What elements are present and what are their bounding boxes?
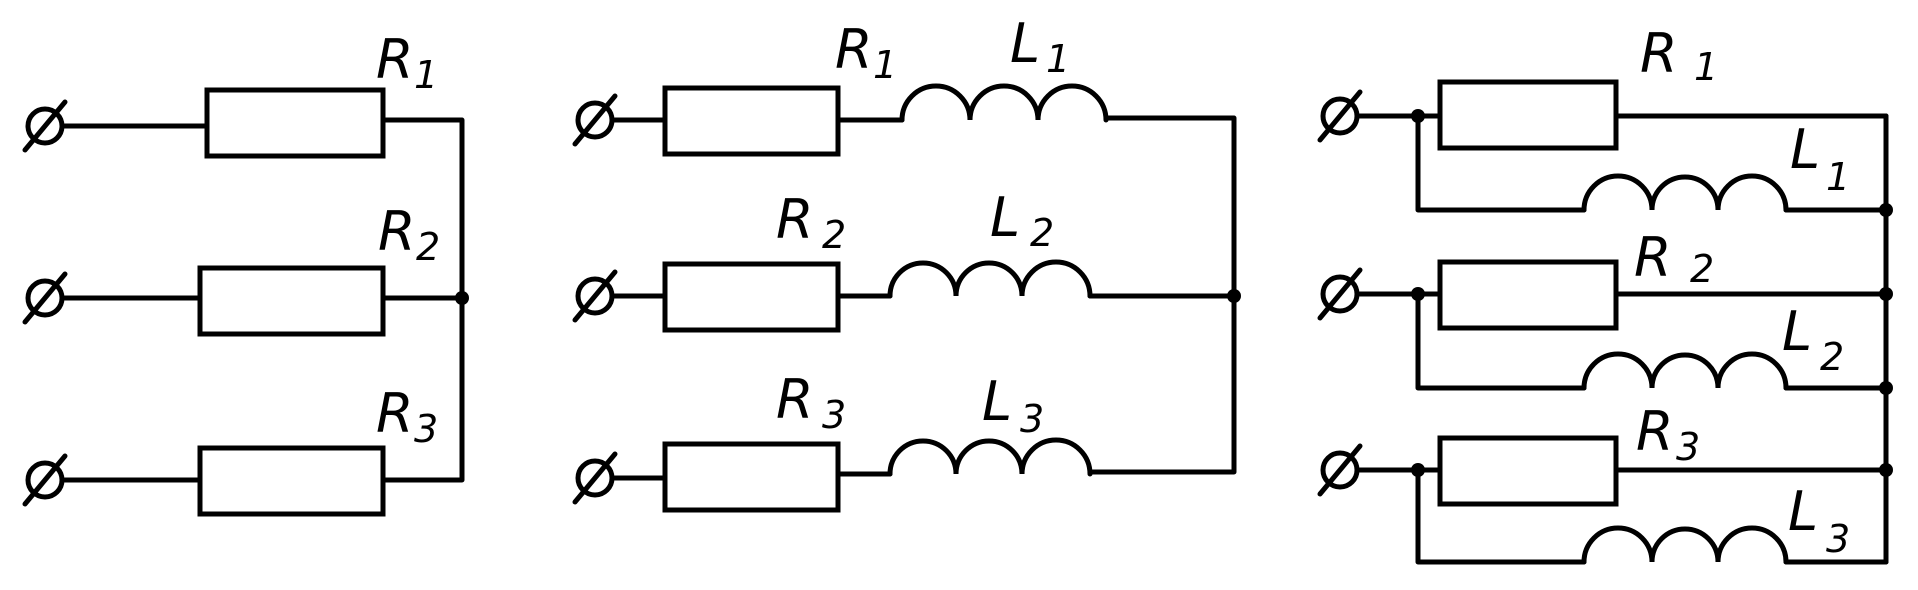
resistor-b1 bbox=[662, 85, 841, 157]
label-c-l1-sub: 1 bbox=[1826, 155, 1850, 199]
resistor-a1 bbox=[204, 87, 386, 159]
terminal-b3 bbox=[572, 451, 618, 505]
label-c-l2-sub: 2 bbox=[1820, 335, 1844, 379]
label-b-l1: L bbox=[1010, 12, 1040, 75]
label-b-l3-sub: 3 bbox=[1020, 397, 1044, 441]
label-b-r2-sub: 2 bbox=[822, 213, 846, 257]
junction-c1-out bbox=[1879, 203, 1893, 217]
label-b-r2: R bbox=[776, 188, 814, 251]
label-c-r1: R bbox=[1640, 22, 1678, 85]
terminal-b2 bbox=[572, 269, 618, 323]
label-a-r1-sub: 1 bbox=[414, 53, 438, 97]
circuit-c: R 1 L 1 R 2 L 2 R 3 L 3 bbox=[1317, 22, 1893, 565]
label-a-r2-sub: 2 bbox=[416, 225, 440, 269]
wire-b1 bbox=[609, 115, 1237, 475]
label-c-r2-sub: 2 bbox=[1690, 247, 1714, 291]
junction-c2-in bbox=[1411, 287, 1425, 301]
terminal-a1 bbox=[22, 99, 68, 153]
label-c-r1-sub: 1 bbox=[1694, 45, 1718, 89]
label-a-r1: R bbox=[376, 28, 414, 91]
resistor-c1 bbox=[1437, 79, 1619, 151]
label-b-l1-sub: 1 bbox=[1046, 37, 1070, 81]
resistor-c3 bbox=[1437, 435, 1619, 507]
inductor-c1 bbox=[1581, 173, 1789, 213]
terminal-b1 bbox=[572, 93, 618, 147]
wire-c1 bbox=[1354, 113, 1889, 213]
terminal-c1 bbox=[1317, 89, 1363, 143]
circuit-a: R 1 R 2 R 3 bbox=[22, 28, 469, 517]
wire-b3 bbox=[609, 471, 893, 481]
terminal-c2 bbox=[1317, 267, 1363, 321]
label-b-r3: R bbox=[776, 368, 814, 431]
label-b-l2-sub: 2 bbox=[1030, 211, 1054, 255]
terminal-a3 bbox=[22, 453, 68, 507]
label-c-l3: L bbox=[1788, 480, 1818, 543]
inductor-b2 bbox=[887, 259, 1093, 299]
inductor-b3 bbox=[887, 437, 1093, 477]
inductor-c3 bbox=[1581, 525, 1789, 565]
resistor-a3 bbox=[197, 445, 386, 517]
terminal-a2 bbox=[22, 271, 68, 325]
resistor-c2 bbox=[1437, 259, 1619, 331]
junction-a-neutral bbox=[455, 291, 469, 305]
label-c-r2: R bbox=[1634, 226, 1672, 289]
wire-c2 bbox=[1354, 291, 1889, 391]
resistor-b3 bbox=[662, 441, 841, 513]
terminal-c3 bbox=[1317, 443, 1363, 497]
label-c-l3-sub: 3 bbox=[1826, 517, 1850, 561]
label-b-l3: L bbox=[982, 370, 1012, 433]
junction-b-neutral bbox=[1227, 289, 1241, 303]
label-c-r3-sub: 3 bbox=[1676, 425, 1700, 469]
inductor-c2 bbox=[1581, 351, 1789, 391]
label-c-l1: L bbox=[1790, 118, 1820, 181]
label-a-r3-sub: 3 bbox=[414, 407, 438, 451]
label-b-r1: R bbox=[835, 18, 873, 81]
junction-c3-out bbox=[1879, 463, 1893, 477]
inductor-b1 bbox=[899, 83, 1109, 123]
junction-c2-out-l bbox=[1879, 381, 1893, 395]
label-a-r3: R bbox=[376, 382, 414, 445]
wire-c3 bbox=[1354, 467, 1889, 565]
label-b-r1-sub: 1 bbox=[873, 43, 897, 87]
label-b-l2: L bbox=[990, 186, 1020, 249]
resistor-b2 bbox=[662, 261, 841, 333]
label-c-r3: R bbox=[1636, 400, 1674, 463]
label-a-r2: R bbox=[378, 200, 416, 263]
junction-c3-in bbox=[1411, 463, 1425, 477]
resistor-a2 bbox=[197, 265, 386, 337]
label-b-r3-sub: 3 bbox=[822, 393, 846, 437]
junction-c2-out-r bbox=[1879, 287, 1893, 301]
label-c-l2: L bbox=[1782, 300, 1812, 363]
junction-c1-in bbox=[1411, 109, 1425, 123]
circuit-b: R 1 L 1 R 2 L 2 R 3 L 3 bbox=[572, 12, 1241, 513]
